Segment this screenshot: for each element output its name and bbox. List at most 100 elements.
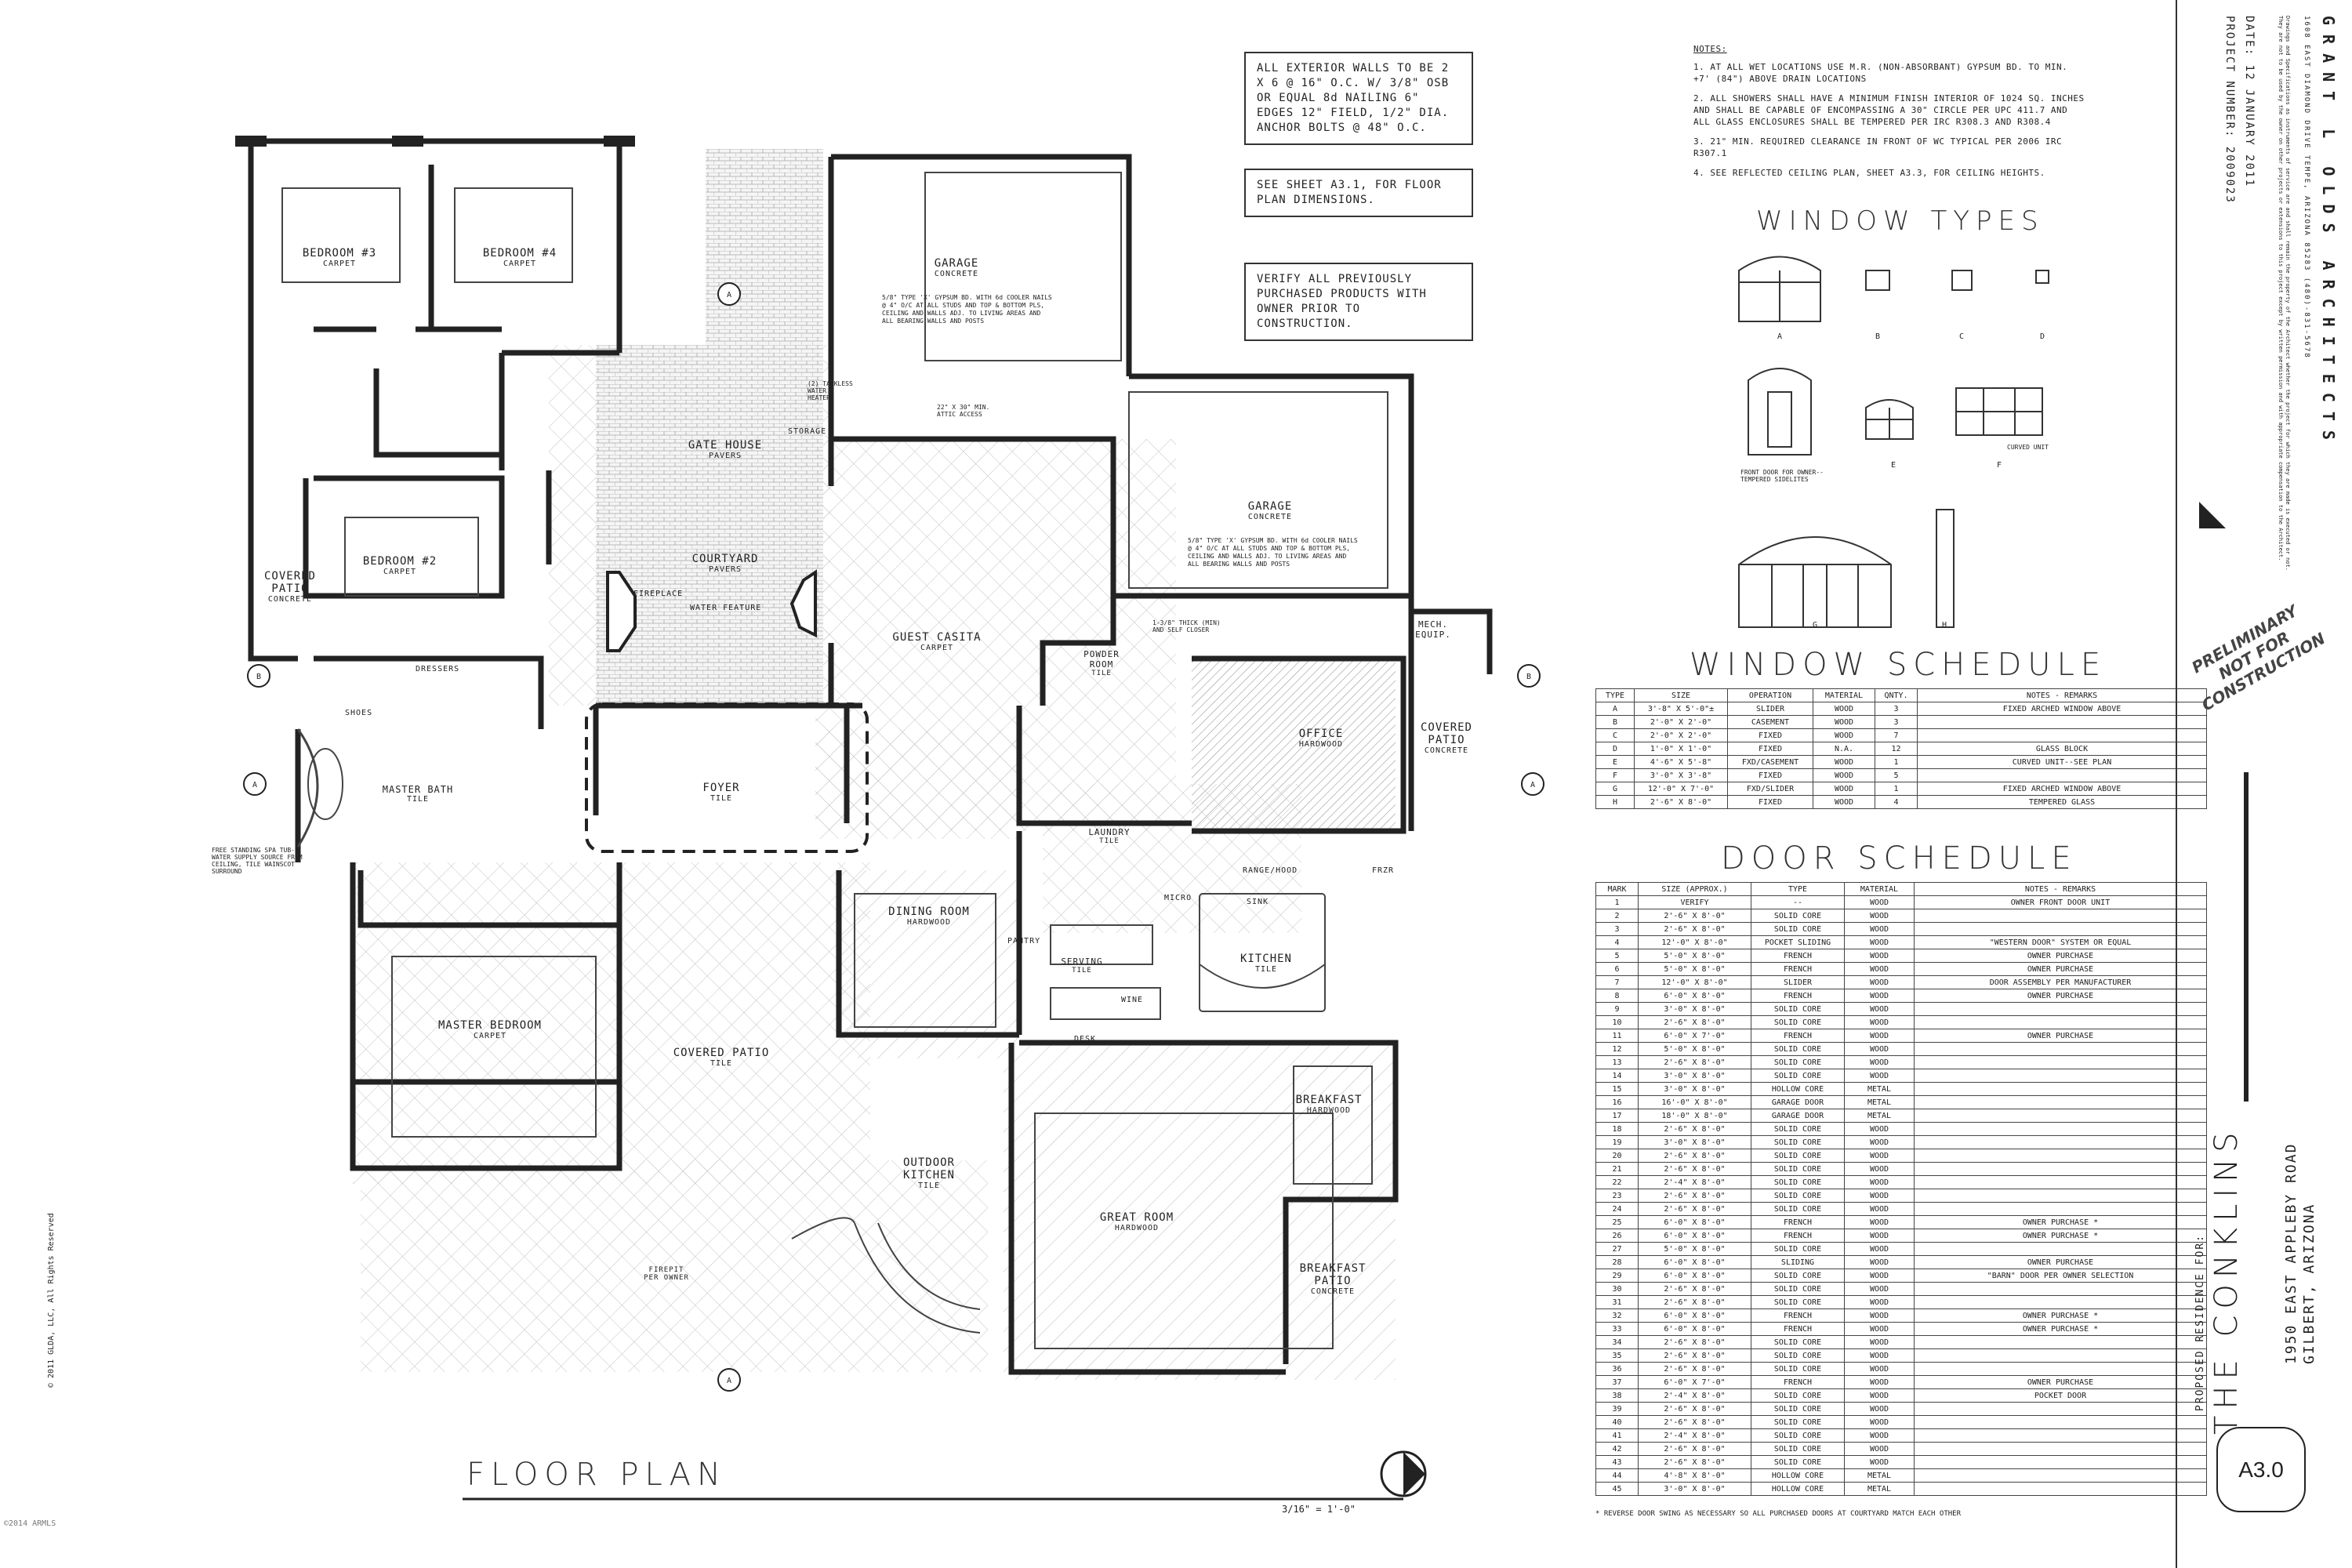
table-cell: 2'-6" X 8'-0" [1638, 1189, 1751, 1203]
table-cell: SOLID CORE [1751, 1175, 1845, 1189]
table-cell: 3'-0" X 8'-0" [1638, 1482, 1751, 1496]
table-cell: WOOD [1844, 1162, 1915, 1176]
room-courtyard: COURTYARD PAVERS [674, 553, 776, 574]
table-cell: WOOD [1813, 715, 1875, 729]
column-header: TYPE [1595, 688, 1635, 702]
table-cell: 5'-0" X 8'-0" [1638, 1242, 1751, 1256]
room-garage-2: GARAGE CONCRETE [1231, 500, 1309, 521]
firm-name: GRANT L OLDS ARCHITECTS [2319, 16, 2338, 449]
room-name: OUTDOOR KITCHEN [902, 1156, 955, 1181]
table-cell: 7 [1595, 975, 1639, 989]
room-covered-patio-west: COVERED PATIO CONCRETE [259, 570, 321, 604]
table-cell: E [1595, 755, 1635, 769]
table-cell: WOOD [1844, 1415, 1915, 1429]
table-cell [1914, 1055, 2207, 1069]
table-cell: 1'-0" X 1'-0" [1634, 742, 1728, 756]
note-item: 2. ALL SHOWERS SHALL HAVE A MINIMUM FINI… [1693, 93, 2085, 127]
table-cell: 45 [1595, 1482, 1639, 1496]
walls [235, 136, 1493, 1375]
table-cell: 7 [1875, 728, 1918, 742]
table-cell: WOOD [1844, 1269, 1915, 1283]
room-serving: SERVING TILE [1058, 956, 1105, 975]
room-mech: MECH. EQUIP. [1410, 619, 1457, 640]
table-cell: 42 [1595, 1442, 1639, 1456]
label-garage-note-1: 5/8" TYPE 'X' GYPSUM BD. WITH 6d COOLER … [882, 294, 1052, 325]
table-cell: FIXED [1727, 795, 1813, 809]
door-schedule-footnote: * REVERSE DOOR SWING AS NECESSARY SO ALL… [1595, 1510, 1961, 1518]
copyright: © 2011 GLDA, LLC, All Rights Reserved [47, 1213, 56, 1388]
svg-text:B: B [1526, 673, 1531, 681]
room-master-bath: MASTER BATH TILE [375, 784, 461, 804]
table-cell: FRENCH [1751, 1215, 1845, 1229]
room-name: BREAKFAST [1295, 1094, 1363, 1106]
table-cell: WOOD [1813, 768, 1875, 782]
label-garage-note-2: 5/8" TYPE 'X' GYPSUM BD. WITH 6d COOLER … [1188, 537, 1358, 568]
table-cell: "BARN" DOOR PER OWNER SELECTION [1914, 1269, 2207, 1283]
label-micro: MICRO [1164, 894, 1192, 902]
svg-text:E: E [1891, 461, 1896, 470]
project-number: PROJECT NUMBER: 2009023 [2223, 16, 2236, 204]
table-cell [1914, 1095, 2207, 1109]
table-cell: SOLID CORE [1751, 1269, 1845, 1283]
table-cell: 6'-0" X 8'-0" [1638, 1322, 1751, 1336]
table-cell: 2'-6" X 8'-0" [1638, 1455, 1751, 1469]
table-cell: 6'-0" X 7'-0" [1638, 1029, 1751, 1043]
table-cell: 6'-0" X 8'-0" [1638, 1215, 1751, 1229]
table-cell: 2'-6" X 8'-0" [1638, 909, 1751, 923]
note-box-dimensions: SEE SHEET A3.1, FOR FLOOR PLAN DIMENSION… [1244, 169, 1473, 217]
table-cell: OWNER PURCHASE [1914, 989, 2207, 1003]
room-name: OFFICE [1298, 728, 1344, 740]
table-cell: 44 [1595, 1468, 1639, 1483]
table-cell: 39 [1595, 1402, 1639, 1416]
label-pantry: PANTRY [1007, 937, 1041, 946]
table-cell [1914, 1189, 2207, 1203]
room-floor: TILE [1091, 670, 1112, 677]
table-cell: 2'-6" X 8'-0" [1638, 1348, 1751, 1363]
table-cell: SOLID CORE [1751, 922, 1845, 936]
room-bedroom2: BEDROOM #2 CARPET [345, 555, 455, 576]
table-cell [1914, 1149, 2207, 1163]
table-cell: 6'-0" X 8'-0" [1638, 989, 1751, 1003]
room-name: BEDROOM #4 [482, 247, 557, 260]
table-cell: 22 [1595, 1175, 1639, 1189]
table-cell: GARAGE DOOR [1751, 1109, 1845, 1123]
table-cell: FRENCH [1751, 989, 1845, 1003]
label-storage: STORAGE [788, 427, 827, 436]
room-name: LAUNDRY [1088, 827, 1131, 837]
table-cell: 20 [1595, 1149, 1639, 1163]
table-cell: SOLID CORE [1751, 1122, 1845, 1136]
room-floor: TILE [406, 795, 430, 804]
table-cell [1917, 768, 2207, 782]
table-cell: 2'-6" X 8'-0" [1638, 922, 1751, 936]
room-name: COVERED PATIO [1420, 721, 1472, 746]
table-cell [1914, 1202, 2207, 1216]
room-laundry: LAUNDRY TILE [1082, 827, 1137, 845]
room-name: BEDROOM #3 [302, 247, 377, 260]
table-cell: 18 [1595, 1122, 1639, 1136]
table-cell: 16 [1595, 1095, 1639, 1109]
table-cell: SLIDING [1751, 1255, 1845, 1269]
note-box-walls: ALL EXTERIOR WALLS TO BE 2 X 6 @ 16" O.C… [1244, 52, 1473, 145]
table-cell: WOOD [1844, 1348, 1915, 1363]
svg-text:G: G [1813, 621, 1817, 630]
svg-text:A: A [727, 1377, 731, 1385]
table-cell: FRENCH [1751, 1229, 1845, 1243]
table-cell: OWNER PURCHASE [1914, 1255, 2207, 1269]
